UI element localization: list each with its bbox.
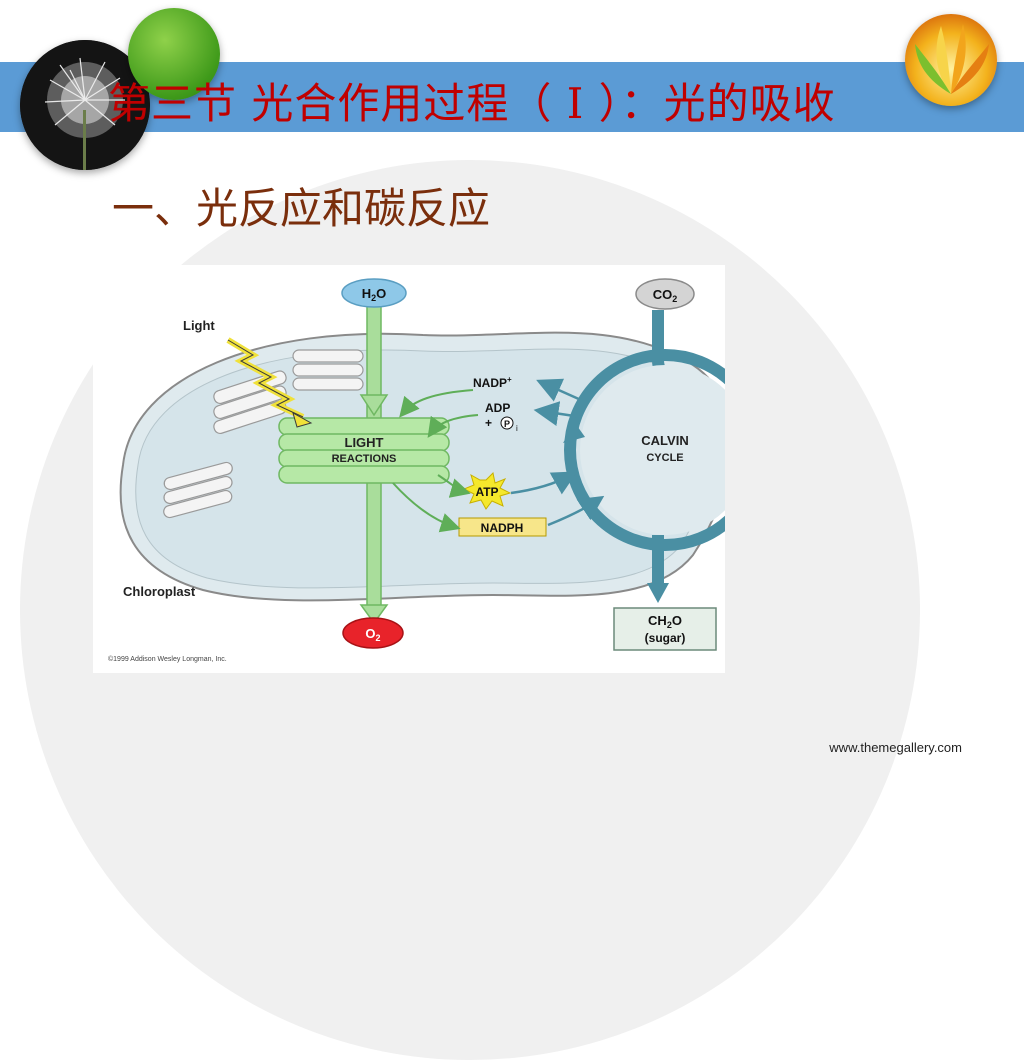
calvin-label-2: CYCLE xyxy=(646,452,683,464)
svg-text:O2: O2 xyxy=(365,626,380,643)
svg-text:i: i xyxy=(516,424,518,433)
co2-text: CO xyxy=(653,287,673,302)
flower-image xyxy=(915,24,989,94)
h2o-text: H xyxy=(362,286,371,301)
light-label: Light xyxy=(183,318,215,333)
ch2o-text: CH xyxy=(648,613,667,628)
flower-logo xyxy=(905,14,997,106)
slide-subtitle: 一、光反应和碳反应 xyxy=(112,184,491,233)
o2-text: O xyxy=(365,626,375,641)
light-reactions-stack xyxy=(278,417,450,484)
pi-plus: + xyxy=(485,416,492,430)
ch2o-node xyxy=(613,607,717,651)
copyright-label: ©1999 Addison Wesley Longman, Inc. xyxy=(108,655,227,663)
atp-node xyxy=(462,471,512,510)
green-circle-logo xyxy=(128,8,220,100)
calvin-label-1: CALVIN xyxy=(641,433,688,448)
svg-text:CO2: CO2 xyxy=(653,287,678,304)
co2-node xyxy=(635,278,695,310)
svg-text:P: P xyxy=(504,419,510,429)
sugar-label: (sugar) xyxy=(645,631,686,645)
slide-title: 第三节 光合作用过程（ I ）：光的吸收 xyxy=(108,79,836,128)
o2-node xyxy=(342,617,404,649)
light-reactions-label-2: REACTIONS xyxy=(332,453,397,465)
adp-label: ADP xyxy=(485,401,510,415)
svg-text:CH2O: CH2O xyxy=(648,613,682,630)
phosphate-icon xyxy=(500,416,514,430)
h2o-node xyxy=(341,278,407,308)
footer-url[interactable]: www.themegallery.com xyxy=(829,740,962,755)
diagram-svg: LIGHT REACTIONS Light H2O O2 CO2 CALVIN … xyxy=(108,278,811,663)
photosynthesis-diagram: LIGHT REACTIONS Light H2O O2 CO2 CALVIN … xyxy=(93,265,811,673)
chloroplast-label: Chloroplast xyxy=(123,584,196,599)
nadph-label: NADPH xyxy=(481,521,524,535)
svg-text:H2O: H2O xyxy=(362,286,387,303)
atp-label: ATP xyxy=(475,485,498,499)
dandelion-image xyxy=(20,40,150,170)
nadp-label: NADP+ xyxy=(473,375,512,390)
light-reactions-label-1: LIGHT xyxy=(345,435,384,450)
dandelion-logo xyxy=(20,40,150,170)
